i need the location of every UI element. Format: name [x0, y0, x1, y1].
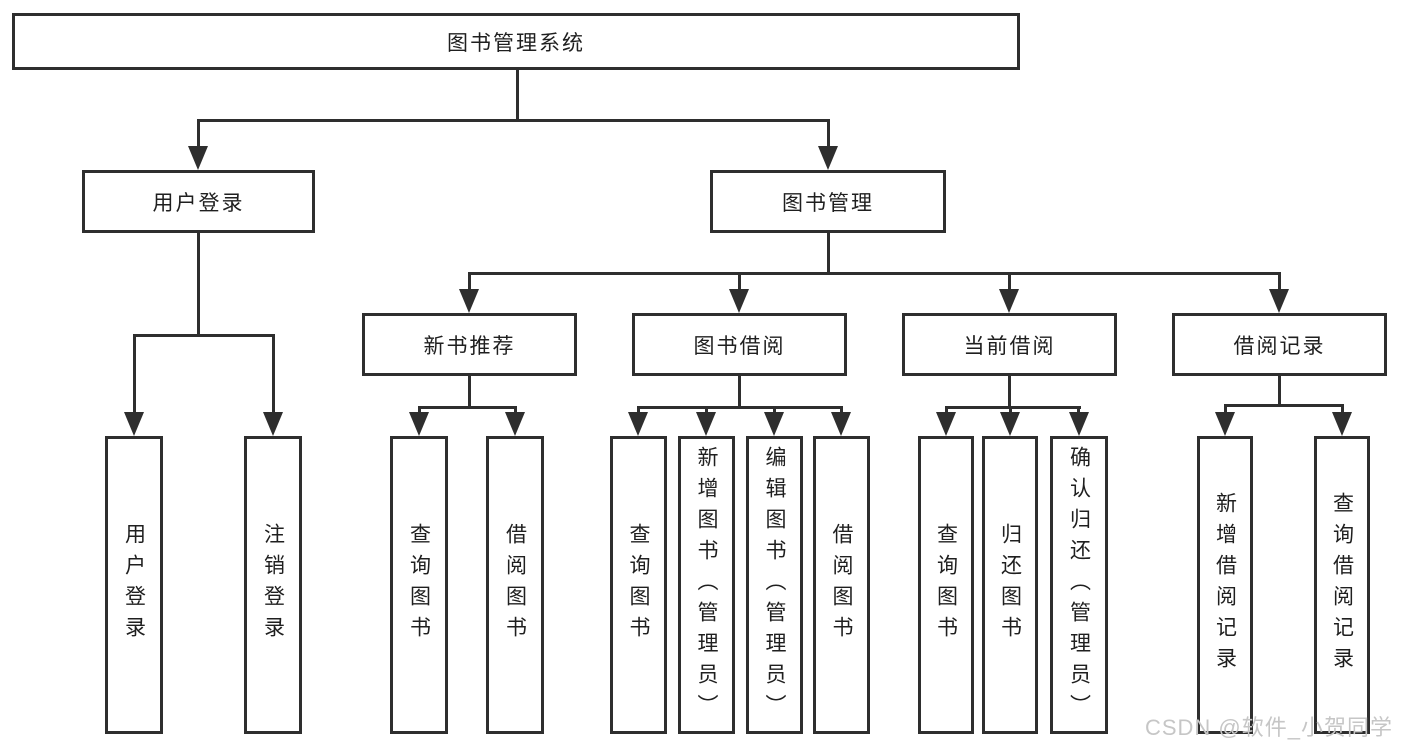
node-root: 图书管理系统 — [12, 13, 1020, 70]
connector-drop-nb-leaf1 — [418, 406, 421, 416]
node-leaf-bb-borrow-books: 借阅图书 — [813, 436, 870, 734]
connector-drop-br-leaf1 — [1224, 404, 1227, 416]
connector-drop-br-leaf2 — [1341, 404, 1344, 416]
node-book-mgmt: 图书管理 — [710, 170, 946, 233]
node-root-label: 图书管理系统 — [447, 31, 585, 55]
node-book-borrow-label: 图书借阅 — [693, 334, 786, 358]
node-leaf-bb-borrow-books-label: 借阅图书 — [830, 523, 853, 647]
connector-drop-current-borrow — [1008, 272, 1011, 291]
arrowhead-br-leaf1 — [1215, 412, 1235, 436]
arrowhead-bb-leaf2 — [696, 412, 716, 436]
node-book-mgmt-label: 图书管理 — [782, 191, 874, 215]
node-leaf-bb-add-books: 新增图书（管理员） — [678, 436, 735, 734]
arrowhead-cb-leaf3 — [1069, 412, 1089, 436]
connector-drop-cb-leaf2 — [1009, 406, 1012, 416]
csdn-watermark: CSDN @软件_小贺同学 — [1144, 715, 1393, 740]
arrowhead-book-borrow — [729, 289, 749, 313]
node-leaf-bb-edit-books-label: 编辑图书（管理员） — [763, 445, 786, 725]
node-leaf-cb-confirm-return-label: 确认归还（管理员） — [1067, 445, 1091, 725]
arrowhead-borrow-records — [1269, 289, 1289, 313]
node-leaf-bb-add-books-label: 新增图书（管理员） — [695, 445, 718, 725]
connector-current-borrow-crossbar — [945, 406, 1081, 409]
connector-drop-cb-leaf3 — [1077, 406, 1080, 416]
node-leaf-nb-borrow-books: 借阅图书 — [486, 436, 544, 734]
node-leaf-cb-query-books: 查询图书 — [918, 436, 974, 734]
connector-user-login-stem — [197, 233, 200, 337]
arrowhead-bb-leaf3 — [764, 412, 784, 436]
connector-borrow-records-crossbar — [1224, 404, 1344, 407]
connector-drop-book-mgmt — [827, 119, 830, 148]
connector-drop-borrow-records — [1278, 272, 1281, 291]
arrowhead-leaf-logout — [263, 412, 283, 436]
node-new-books-label: 新书推荐 — [423, 334, 516, 358]
node-leaf-user-login: 用户登录 — [105, 436, 163, 734]
node-leaf-br-query-record: 查询借阅记录 — [1314, 436, 1370, 734]
node-leaf-nb-borrow-books-label: 借阅图书 — [503, 523, 527, 647]
connector-drop-bb-leaf4 — [840, 406, 843, 416]
node-current-borrow: 当前借阅 — [902, 313, 1117, 376]
node-leaf-user-login-label: 用户登录 — [122, 523, 146, 647]
node-leaf-bb-query-books: 查询图书 — [610, 436, 667, 734]
connector-borrow-records-stem — [1278, 376, 1281, 407]
node-leaf-br-add-record: 新增借阅记录 — [1197, 436, 1253, 734]
arrowhead-bb-leaf1 — [628, 412, 648, 436]
connector-book-borrow-crossbar — [637, 406, 843, 409]
connector-drop-new-books — [468, 272, 471, 291]
connector-root-crossbar — [197, 119, 830, 122]
node-user-login: 用户登录 — [82, 170, 315, 233]
node-leaf-nb-query-books: 查询图书 — [390, 436, 448, 734]
node-leaf-br-add-record-label: 新增借阅记录 — [1213, 492, 1237, 678]
connector-new-books-crossbar — [418, 406, 517, 409]
connector-drop-bb-leaf3 — [773, 406, 776, 416]
connector-current-borrow-stem — [1008, 376, 1011, 409]
node-leaf-nb-query-books-label: 查询图书 — [407, 523, 431, 647]
node-leaf-br-query-record-label: 查询借阅记录 — [1330, 492, 1354, 678]
connector-drop-user-login — [197, 119, 200, 148]
arrowhead-user-login — [188, 146, 208, 170]
node-user-login-label: 用户登录 — [152, 191, 245, 215]
connector-drop-cb-leaf1 — [945, 406, 948, 416]
arrowhead-cb-leaf1 — [936, 412, 956, 436]
arrowhead-br-leaf2 — [1332, 412, 1352, 436]
arrowhead-new-books — [459, 289, 479, 313]
arrowhead-bb-leaf4 — [831, 412, 851, 436]
connector-drop-bb-leaf2 — [705, 406, 708, 416]
arrowhead-current-borrow — [999, 289, 1019, 313]
connector-drop-leaf-login — [133, 334, 136, 416]
node-leaf-cb-query-books-label: 查询图书 — [934, 523, 958, 647]
connector-user-login-crossbar — [133, 334, 275, 337]
node-leaf-bb-query-books-label: 查询图书 — [627, 523, 650, 647]
node-new-books: 新书推荐 — [362, 313, 577, 376]
node-leaf-cb-confirm-return: 确认归还（管理员） — [1050, 436, 1108, 734]
node-borrow-records-label: 借阅记录 — [1233, 334, 1326, 358]
arrowhead-cb-leaf2 — [1000, 412, 1020, 436]
arrowhead-nb-leaf1 — [409, 412, 429, 436]
connector-book-mgmt-crossbar — [468, 272, 1280, 275]
node-leaf-logout-label: 注销登录 — [261, 523, 285, 647]
node-leaf-cb-return-books-label: 归还图书 — [998, 523, 1022, 647]
connector-book-mgmt-stem — [827, 233, 830, 275]
connector-drop-bb-leaf1 — [637, 406, 640, 416]
connector-drop-book-borrow — [738, 272, 741, 291]
node-current-borrow-label: 当前借阅 — [963, 334, 1056, 358]
connector-drop-leaf-logout — [272, 334, 275, 416]
connector-book-borrow-stem — [738, 376, 741, 409]
node-book-borrow: 图书借阅 — [632, 313, 847, 376]
arrowhead-book-mgmt — [818, 146, 838, 170]
node-leaf-logout: 注销登录 — [244, 436, 302, 734]
node-borrow-records: 借阅记录 — [1172, 313, 1387, 376]
connector-new-books-stem — [468, 376, 471, 409]
connector-drop-nb-leaf2 — [514, 406, 517, 416]
arrowhead-nb-leaf2 — [505, 412, 525, 436]
arrowhead-leaf-login — [124, 412, 144, 436]
node-leaf-bb-edit-books: 编辑图书（管理员） — [746, 436, 803, 734]
node-leaf-cb-return-books: 归还图书 — [982, 436, 1038, 734]
connector-root-stem — [516, 69, 519, 122]
